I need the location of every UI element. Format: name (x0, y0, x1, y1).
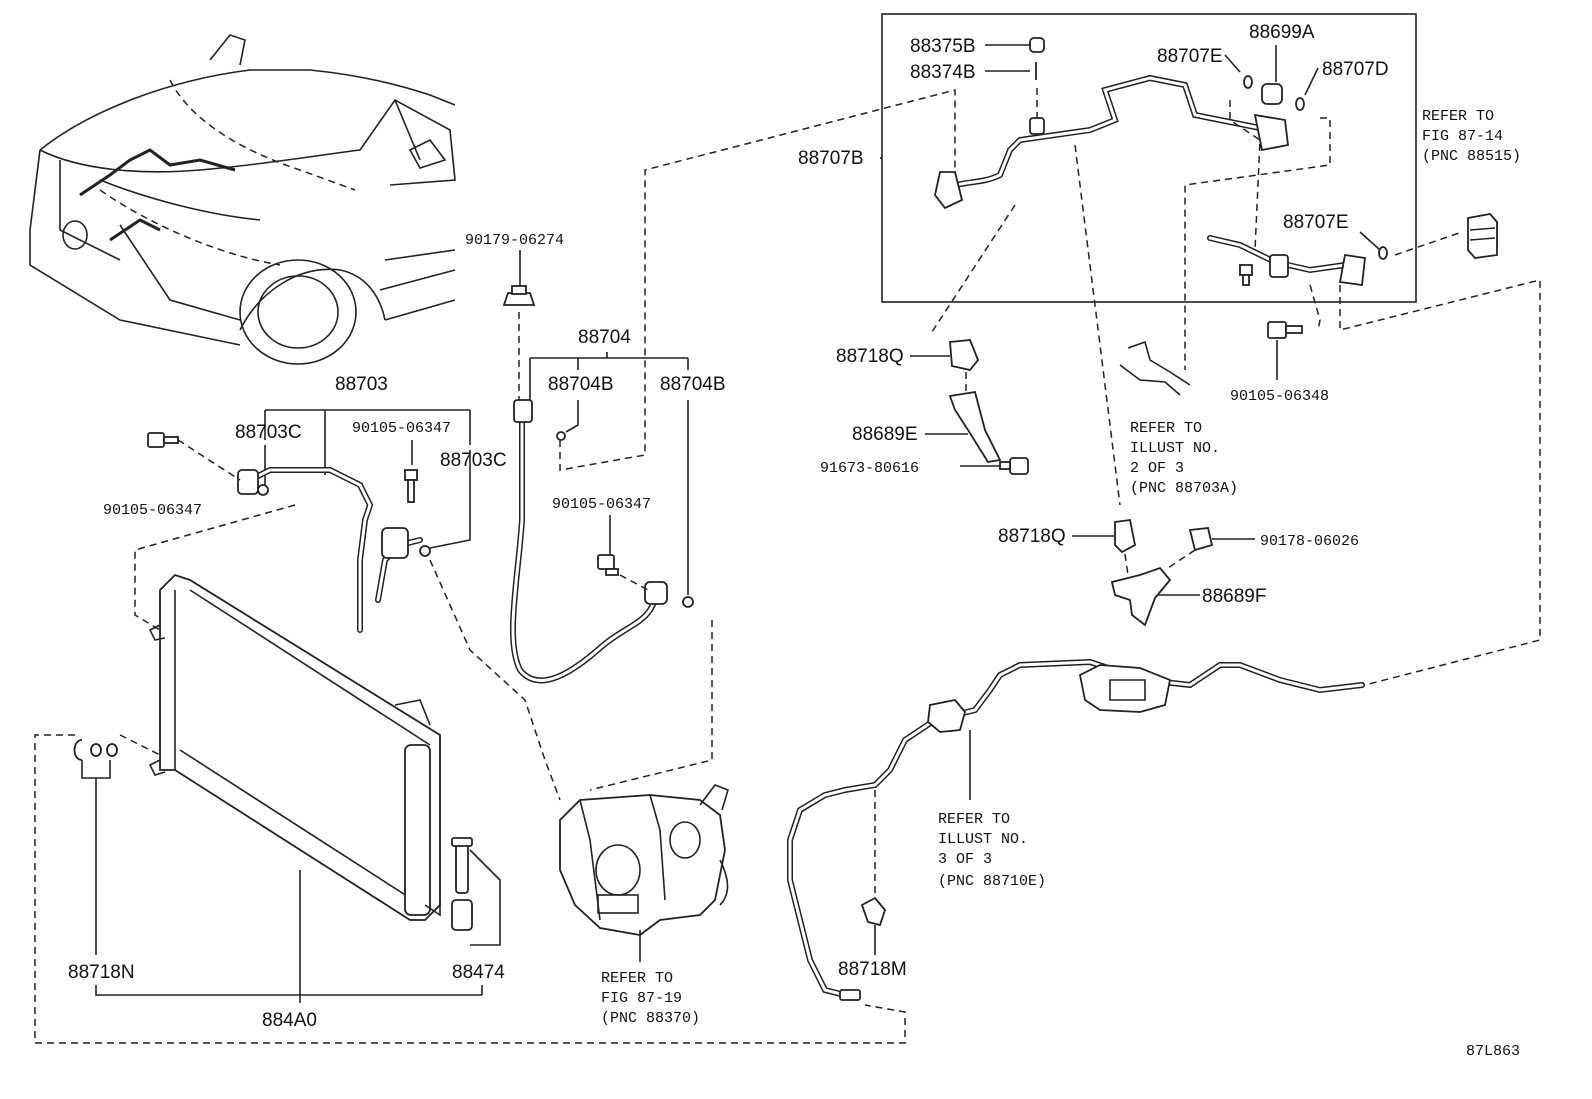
part-number-90105-06348[interactable]: 90105-06348 (1230, 388, 1329, 405)
ref-illust-2-line2[interactable]: ILLUST NO. (1130, 440, 1220, 457)
part-number-88703c-left[interactable]: 88703C (235, 422, 302, 443)
ref-fig-87-14: REFER TO FIG 87-14 (PNC 88515) (1422, 108, 1521, 259)
sensor-icon (1467, 213, 1498, 259)
nut-icon (502, 285, 536, 306)
bolt-icon (1239, 264, 1253, 286)
condenser-assembly: 88474 88718N 884A0 (34, 573, 906, 1044)
part-number-88718q-bottom[interactable]: 88718Q (998, 526, 1066, 547)
ref-illust-2-line1[interactable]: REFER TO (1130, 420, 1202, 437)
ref-illust-3-line4[interactable]: (PNC 88710E) (938, 873, 1046, 890)
bolt-icon (147, 432, 179, 448)
bolt-icon (1267, 321, 1303, 339)
bracket-88689f-group: 88718Q 88689F 90178-06026 (998, 518, 1359, 627)
ref-illust-3-line1[interactable]: REFER TO (938, 811, 1010, 828)
fitting-icon (1261, 83, 1283, 105)
part-number-88707e-right[interactable]: 88707E (1283, 212, 1349, 233)
part-number-88375b[interactable]: 88375B (910, 36, 976, 57)
part-number-90105-06347-mid[interactable]: 90105-06347 (552, 496, 651, 513)
part-number-88374b[interactable]: 88374B (910, 62, 976, 83)
ref-fig-87-19-line3[interactable]: (PNC 88370) (601, 1010, 700, 1027)
group-88703: 88703 88703C 88703C 90105-06347 90105-06… (103, 374, 561, 801)
part-number-88707e-top[interactable]: 88707E (1157, 46, 1223, 67)
ref-fig-87-19-line1[interactable]: REFER TO (601, 970, 673, 987)
ref-illust-3-line3[interactable]: 3 OF 3 (938, 851, 992, 868)
part-number-88699a[interactable]: 88699A (1249, 22, 1315, 43)
ref-illust-2-line4[interactable]: (PNC 88703A) (1130, 480, 1238, 497)
part-number-88704b-left[interactable]: 88704B (548, 374, 614, 395)
part-number-88718n[interactable]: 88718N (68, 962, 135, 983)
part-number-88703[interactable]: 88703 (335, 374, 388, 395)
cap-icon (73, 739, 118, 761)
part-number-88704b-right[interactable]: 88704B (660, 374, 726, 395)
bolt-90105-06348: 90105-06348 (1230, 321, 1329, 405)
part-number-91673-80616[interactable]: 91673-80616 (820, 460, 919, 477)
part-number-88474[interactable]: 88474 (452, 962, 505, 983)
part-number-90178-06026[interactable]: 90178-06026 (1260, 533, 1359, 550)
bolt-icon (597, 554, 619, 576)
clip-icon (860, 896, 887, 927)
part-number-88689f[interactable]: 88689F (1202, 586, 1266, 607)
cap-icon (1029, 37, 1045, 80)
part-number-88718m[interactable]: 88718M (838, 959, 907, 980)
nut-icon (1188, 527, 1214, 552)
part-number-88704[interactable]: 88704 (578, 327, 631, 348)
part-number-88707d[interactable]: 88707D (1322, 59, 1389, 80)
part-number-884a0[interactable]: 884A0 (262, 1010, 317, 1031)
ref-illust-2-line3[interactable]: 2 OF 3 (1130, 460, 1184, 477)
bolt-icon (404, 469, 418, 503)
part-number-90105-06347-top[interactable]: 90105-06347 (352, 420, 451, 437)
group-88704: 90179-06274 88704 88704B 88704B 90105-06… (465, 89, 956, 791)
part-number-88707b[interactable]: 88707B (798, 148, 864, 169)
group-88707b: 88707B 88375B 88374B 88707E 88699A 88707… (798, 13, 1541, 686)
ref-illust-3-line2[interactable]: ILLUST NO. (938, 831, 1028, 848)
bracket-88689e-group: 88718Q 88689E 91673-80616 (820, 339, 1029, 477)
part-number-88703c-right[interactable]: 88703C (440, 450, 507, 471)
figure-code: 87L863 (1466, 1043, 1520, 1060)
ref-illust-2: REFER TO ILLUST NO. 2 OF 3 (PNC 88703A) (1119, 340, 1238, 497)
compressor: REFER TO FIG 87-19 (PNC 88370) (559, 784, 729, 1027)
ref-fig-87-14-line1[interactable]: REFER TO (1422, 108, 1494, 125)
part-number-88689e[interactable]: 88689E (852, 424, 918, 445)
vehicle-sketch (29, 34, 456, 365)
ref-fig-87-14-line3[interactable]: (PNC 88515) (1422, 148, 1521, 165)
bolt-icon (999, 457, 1029, 475)
part-number-88718q-top[interactable]: 88718Q (836, 346, 904, 367)
part-number-90179-06274[interactable]: 90179-06274 (465, 232, 564, 249)
ref-fig-87-14-line2[interactable]: FIG 87-14 (1422, 128, 1503, 145)
lower-pipe-run: 88718M REFER TO ILLUST NO. 3 OF 3 (PNC 8… (787, 658, 1365, 1001)
ref-fig-87-19-line2[interactable]: FIG 87-19 (601, 990, 682, 1007)
part-number-90105-06347-left[interactable]: 90105-06347 (103, 502, 202, 519)
